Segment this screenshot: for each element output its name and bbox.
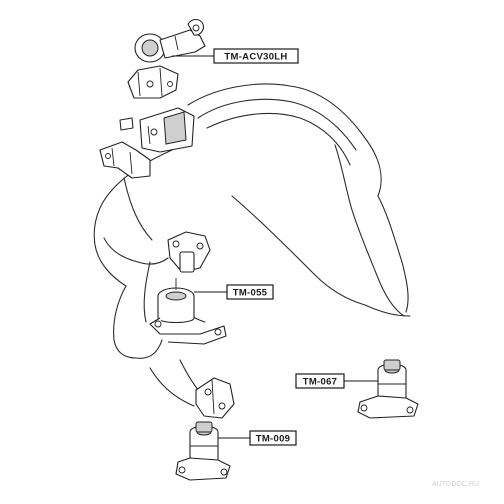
bottom-mount-part xyxy=(175,421,231,481)
callout-tm-067: TM-067 xyxy=(295,373,378,389)
callout-label: TM-ACV30LH xyxy=(224,52,287,63)
center-mount-part xyxy=(149,231,227,345)
upper-mount-part xyxy=(134,18,206,63)
left-bracket-part xyxy=(99,141,151,179)
watermark-text: AUTODOC.RU xyxy=(432,481,479,488)
bottom-bracket-part xyxy=(195,377,235,419)
right-mount-part xyxy=(357,359,419,419)
callout-label: TM-055 xyxy=(233,288,268,299)
callout-tm-acv30lh: TM-ACV30LH xyxy=(172,48,299,64)
callout-label: TM-009 xyxy=(256,434,291,445)
upper-bracket-part xyxy=(127,65,179,99)
side-mount-part xyxy=(139,107,195,153)
callout-tm-009: TM-009 xyxy=(218,430,297,446)
callout-label: TM-067 xyxy=(303,377,338,388)
callout-tm-055: TM-055 xyxy=(194,284,274,300)
